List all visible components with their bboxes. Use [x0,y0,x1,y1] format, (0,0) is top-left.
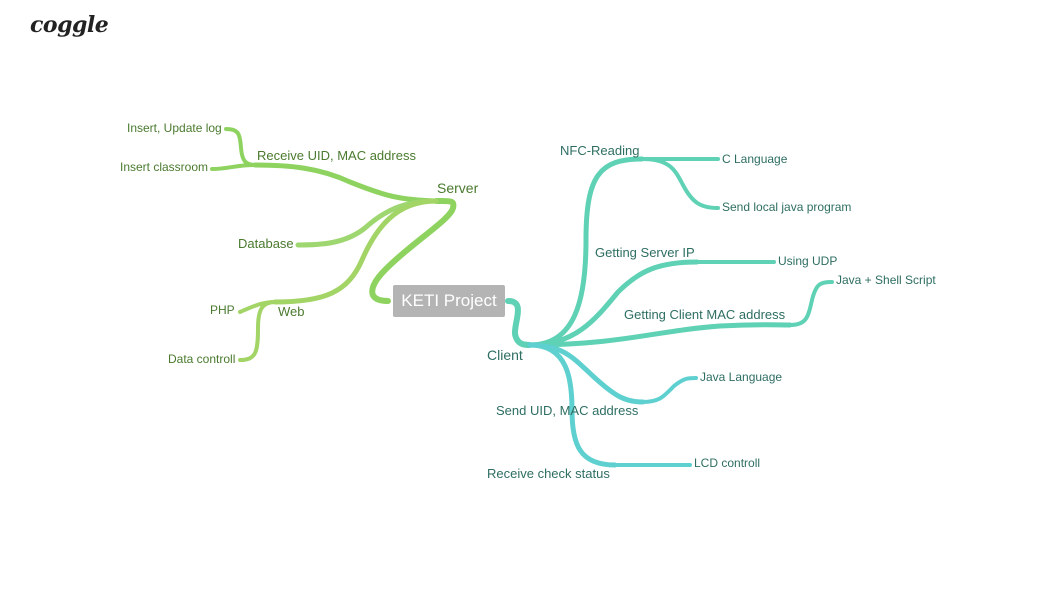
node-nfc-reading[interactable]: NFC-Reading [560,143,640,158]
coggle-logo[interactable]: coggle [30,12,109,38]
branch-mac-java-shell [788,280,834,327]
node-php[interactable]: PHP [210,303,235,317]
branch-receive-insert-classroom [210,163,257,171]
branch-nfc-send-local [640,157,720,210]
node-database[interactable]: Database [238,236,294,251]
branch-client-mac [527,322,793,348]
node-data-controll[interactable]: Data controll [168,352,236,366]
branch-server-receive [252,162,439,204]
node-c-language[interactable]: C Language [722,152,788,166]
node-receive-check-status[interactable]: Receive check status [487,466,610,481]
node-insert-classroom[interactable]: Insert classroom [120,160,209,174]
branch-client-status [527,342,618,468]
node-insert-update-log[interactable]: Insert, Update log [127,121,222,135]
branch-receive-insert-update [224,127,257,167]
branch-client-server-ip [527,259,700,348]
branch-server-web [272,198,439,305]
node-using-udp[interactable]: Using UDP [778,254,838,268]
branch-web-data-controll [238,300,277,362]
branch-root-server [369,197,457,304]
root-node[interactable]: KETI Project [393,285,505,317]
node-java-shell-script[interactable]: Java + Shell Script [836,273,936,287]
node-client[interactable]: Client [487,347,523,363]
branch-root-client [505,298,533,348]
node-send-local-java[interactable]: Send local java program [722,200,852,214]
branch-send-java-language [641,376,698,404]
branch-client-nfc [527,156,645,348]
node-java-language[interactable]: Java Language [700,370,783,384]
node-receive-uid-mac[interactable]: Receive UID, MAC address [257,148,416,163]
branch-server-database [295,198,439,248]
node-web[interactable]: Web [278,304,305,319]
branch-client-send [527,342,646,405]
node-send-uid-mac[interactable]: Send UID, MAC address [496,403,639,418]
node-getting-server-ip[interactable]: Getting Server IP [595,245,695,260]
node-getting-client-mac[interactable]: Getting Client MAC address [624,307,786,322]
node-lcd-controll[interactable]: LCD controll [694,456,761,470]
node-server[interactable]: Server [437,180,479,196]
